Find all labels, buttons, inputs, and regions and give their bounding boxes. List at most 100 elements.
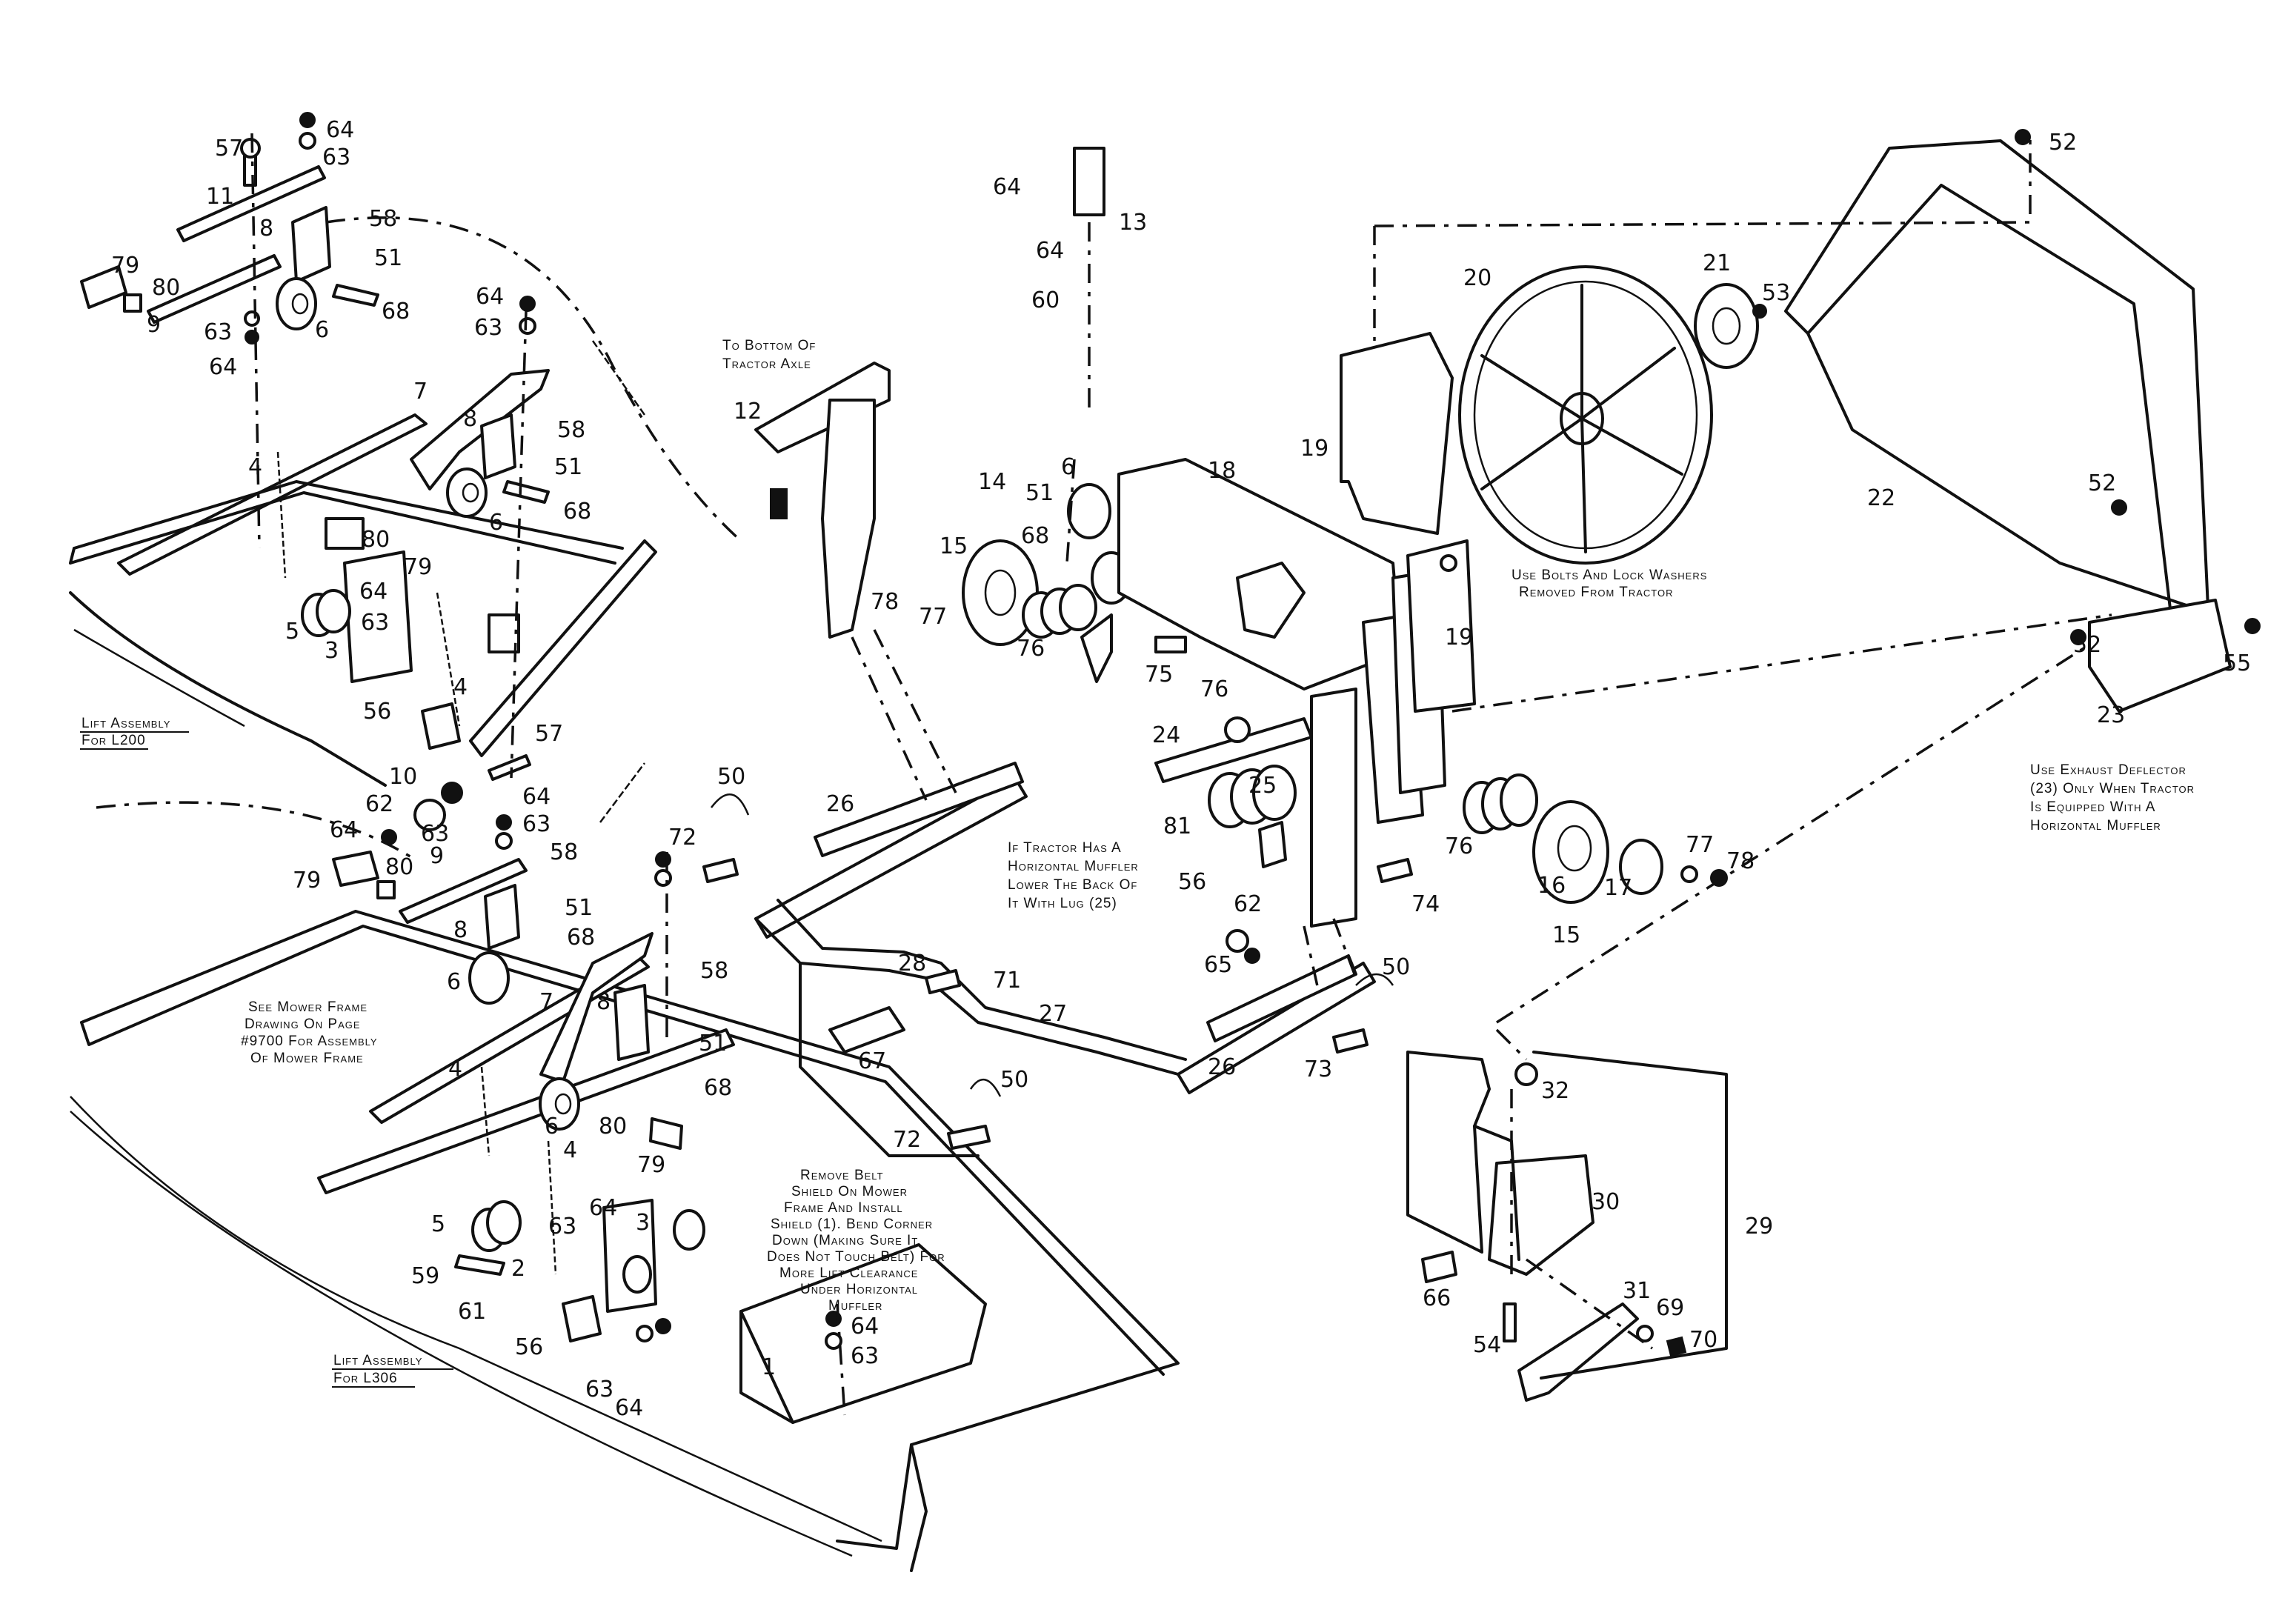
callout: 19: [1445, 625, 1473, 650]
callout: 80: [599, 1114, 627, 1139]
note-muffler: Lower The Back Of: [1008, 877, 1137, 893]
callout: 63: [548, 1214, 576, 1239]
callout: 63: [851, 1343, 879, 1369]
callout: 21: [1703, 250, 1731, 276]
callout: 79: [293, 868, 321, 893]
callout: 63: [474, 315, 502, 341]
callout: 63: [361, 610, 389, 636]
callout: 3: [325, 638, 339, 664]
note-lift-l200: Lift Assembly: [82, 716, 170, 731]
callout: 9: [147, 312, 161, 338]
callout: 79: [404, 554, 432, 580]
callout: 64: [615, 1395, 643, 1421]
callout: 8: [259, 216, 273, 242]
note-muffler: Horizontal Muffler: [1008, 859, 1139, 874]
callout: 79: [637, 1152, 665, 1178]
callout: 80: [152, 275, 180, 301]
callout: 1: [762, 1354, 776, 1380]
callout: 56: [515, 1334, 543, 1360]
callout: 3: [636, 1210, 650, 1236]
callout: 68: [563, 499, 591, 525]
notes: To Bottom Of Tractor Axle Use Bolts And …: [80, 338, 2195, 1388]
callout: 64: [522, 784, 551, 810]
callout: 80: [385, 854, 413, 880]
callout: 61: [458, 1299, 486, 1325]
callout: 75: [1145, 662, 1173, 688]
callout: 58: [700, 958, 728, 984]
callout: 76: [1017, 636, 1045, 662]
note-mower-frame: #9700 For Assembly: [241, 1034, 378, 1049]
callout: 18: [1208, 458, 1236, 484]
note-exhaust: Horizontal Muffler: [2030, 818, 2161, 833]
callout: 7: [413, 379, 428, 405]
callout: 13: [1119, 210, 1147, 236]
callout: 8: [596, 989, 611, 1015]
callout: 5: [285, 619, 299, 645]
callout: 64: [359, 579, 388, 605]
note-muffler: If Tractor Has A: [1008, 840, 1122, 856]
callout: 64: [330, 817, 358, 843]
note-belt-shield: Under Horizontal: [800, 1282, 918, 1297]
callout: 57: [215, 136, 243, 162]
callout: 19: [1300, 436, 1328, 462]
callout: 4: [453, 674, 468, 700]
callout: 62: [1234, 891, 1262, 917]
note-belt-shield: Does Not Touch Belt) For: [767, 1249, 945, 1265]
callout: 78: [871, 589, 899, 615]
callout: 60: [1031, 287, 1060, 313]
callout: 25: [1248, 773, 1277, 799]
callout: 57: [535, 721, 563, 747]
callout: 52: [2088, 470, 2116, 496]
callout: 32: [1541, 1078, 1569, 1104]
note-mower-frame: See Mower Frame: [248, 999, 368, 1015]
callout: 16: [1537, 873, 1566, 899]
callout: 50: [1382, 954, 1410, 980]
callout: 81: [1163, 813, 1191, 839]
callout: 68: [1021, 523, 1049, 549]
note-tractor-axle: To Bottom Of: [722, 338, 816, 353]
callout: 4: [248, 454, 262, 480]
callout: 64: [851, 1314, 879, 1340]
callout: 64: [1036, 238, 1064, 264]
note-belt-shield: Remove Belt: [800, 1168, 884, 1183]
callout: 50: [717, 764, 745, 790]
note-belt-shield: Shield (1). Bend Corner: [771, 1217, 933, 1232]
callout: 59: [411, 1263, 439, 1289]
callout: 5: [431, 1211, 445, 1237]
callout: 29: [1745, 1214, 1773, 1239]
note-exhaust: Use Exhaust Deflector: [2030, 762, 2186, 778]
callout: 6: [545, 1114, 559, 1139]
callout: 6: [489, 510, 503, 536]
callout: 76: [1200, 676, 1228, 702]
callout: 76: [1445, 833, 1473, 859]
callout: 10: [389, 764, 417, 790]
note-belt-shield: Muffler: [828, 1298, 882, 1314]
note-mower-frame: Of Mower Frame: [250, 1051, 364, 1066]
callout: 58: [550, 839, 578, 865]
callout: 69: [1656, 1295, 1684, 1321]
bracket-assembly-29: [1406, 1028, 1728, 1402]
callout: 63: [322, 144, 350, 170]
callout: 64: [326, 117, 354, 143]
callout: 9: [430, 843, 444, 869]
callout: 78: [1726, 848, 1755, 874]
note-tractor-axle: Tractor Axle: [722, 356, 811, 372]
callout: 56: [363, 699, 391, 725]
callout: 63: [585, 1377, 613, 1402]
callout: 73: [1304, 1056, 1332, 1082]
callout: 15: [940, 533, 968, 559]
callout: 70: [1689, 1327, 1717, 1353]
callout: 53: [1762, 280, 1790, 306]
note-exhaust: (23) Only When Tractor: [2030, 781, 2195, 796]
callout: 58: [557, 417, 585, 443]
callout: 64: [993, 174, 1021, 200]
callout: 65: [1204, 952, 1232, 978]
callout: 26: [1208, 1054, 1236, 1080]
note-mower-frame: Drawing On Page: [245, 1016, 361, 1032]
note-bolts: Removed From Tractor: [1519, 585, 1673, 600]
callout: 7: [539, 989, 553, 1015]
callout: 63: [204, 319, 232, 345]
callout: 63: [522, 811, 551, 837]
callout: 8: [463, 406, 477, 432]
